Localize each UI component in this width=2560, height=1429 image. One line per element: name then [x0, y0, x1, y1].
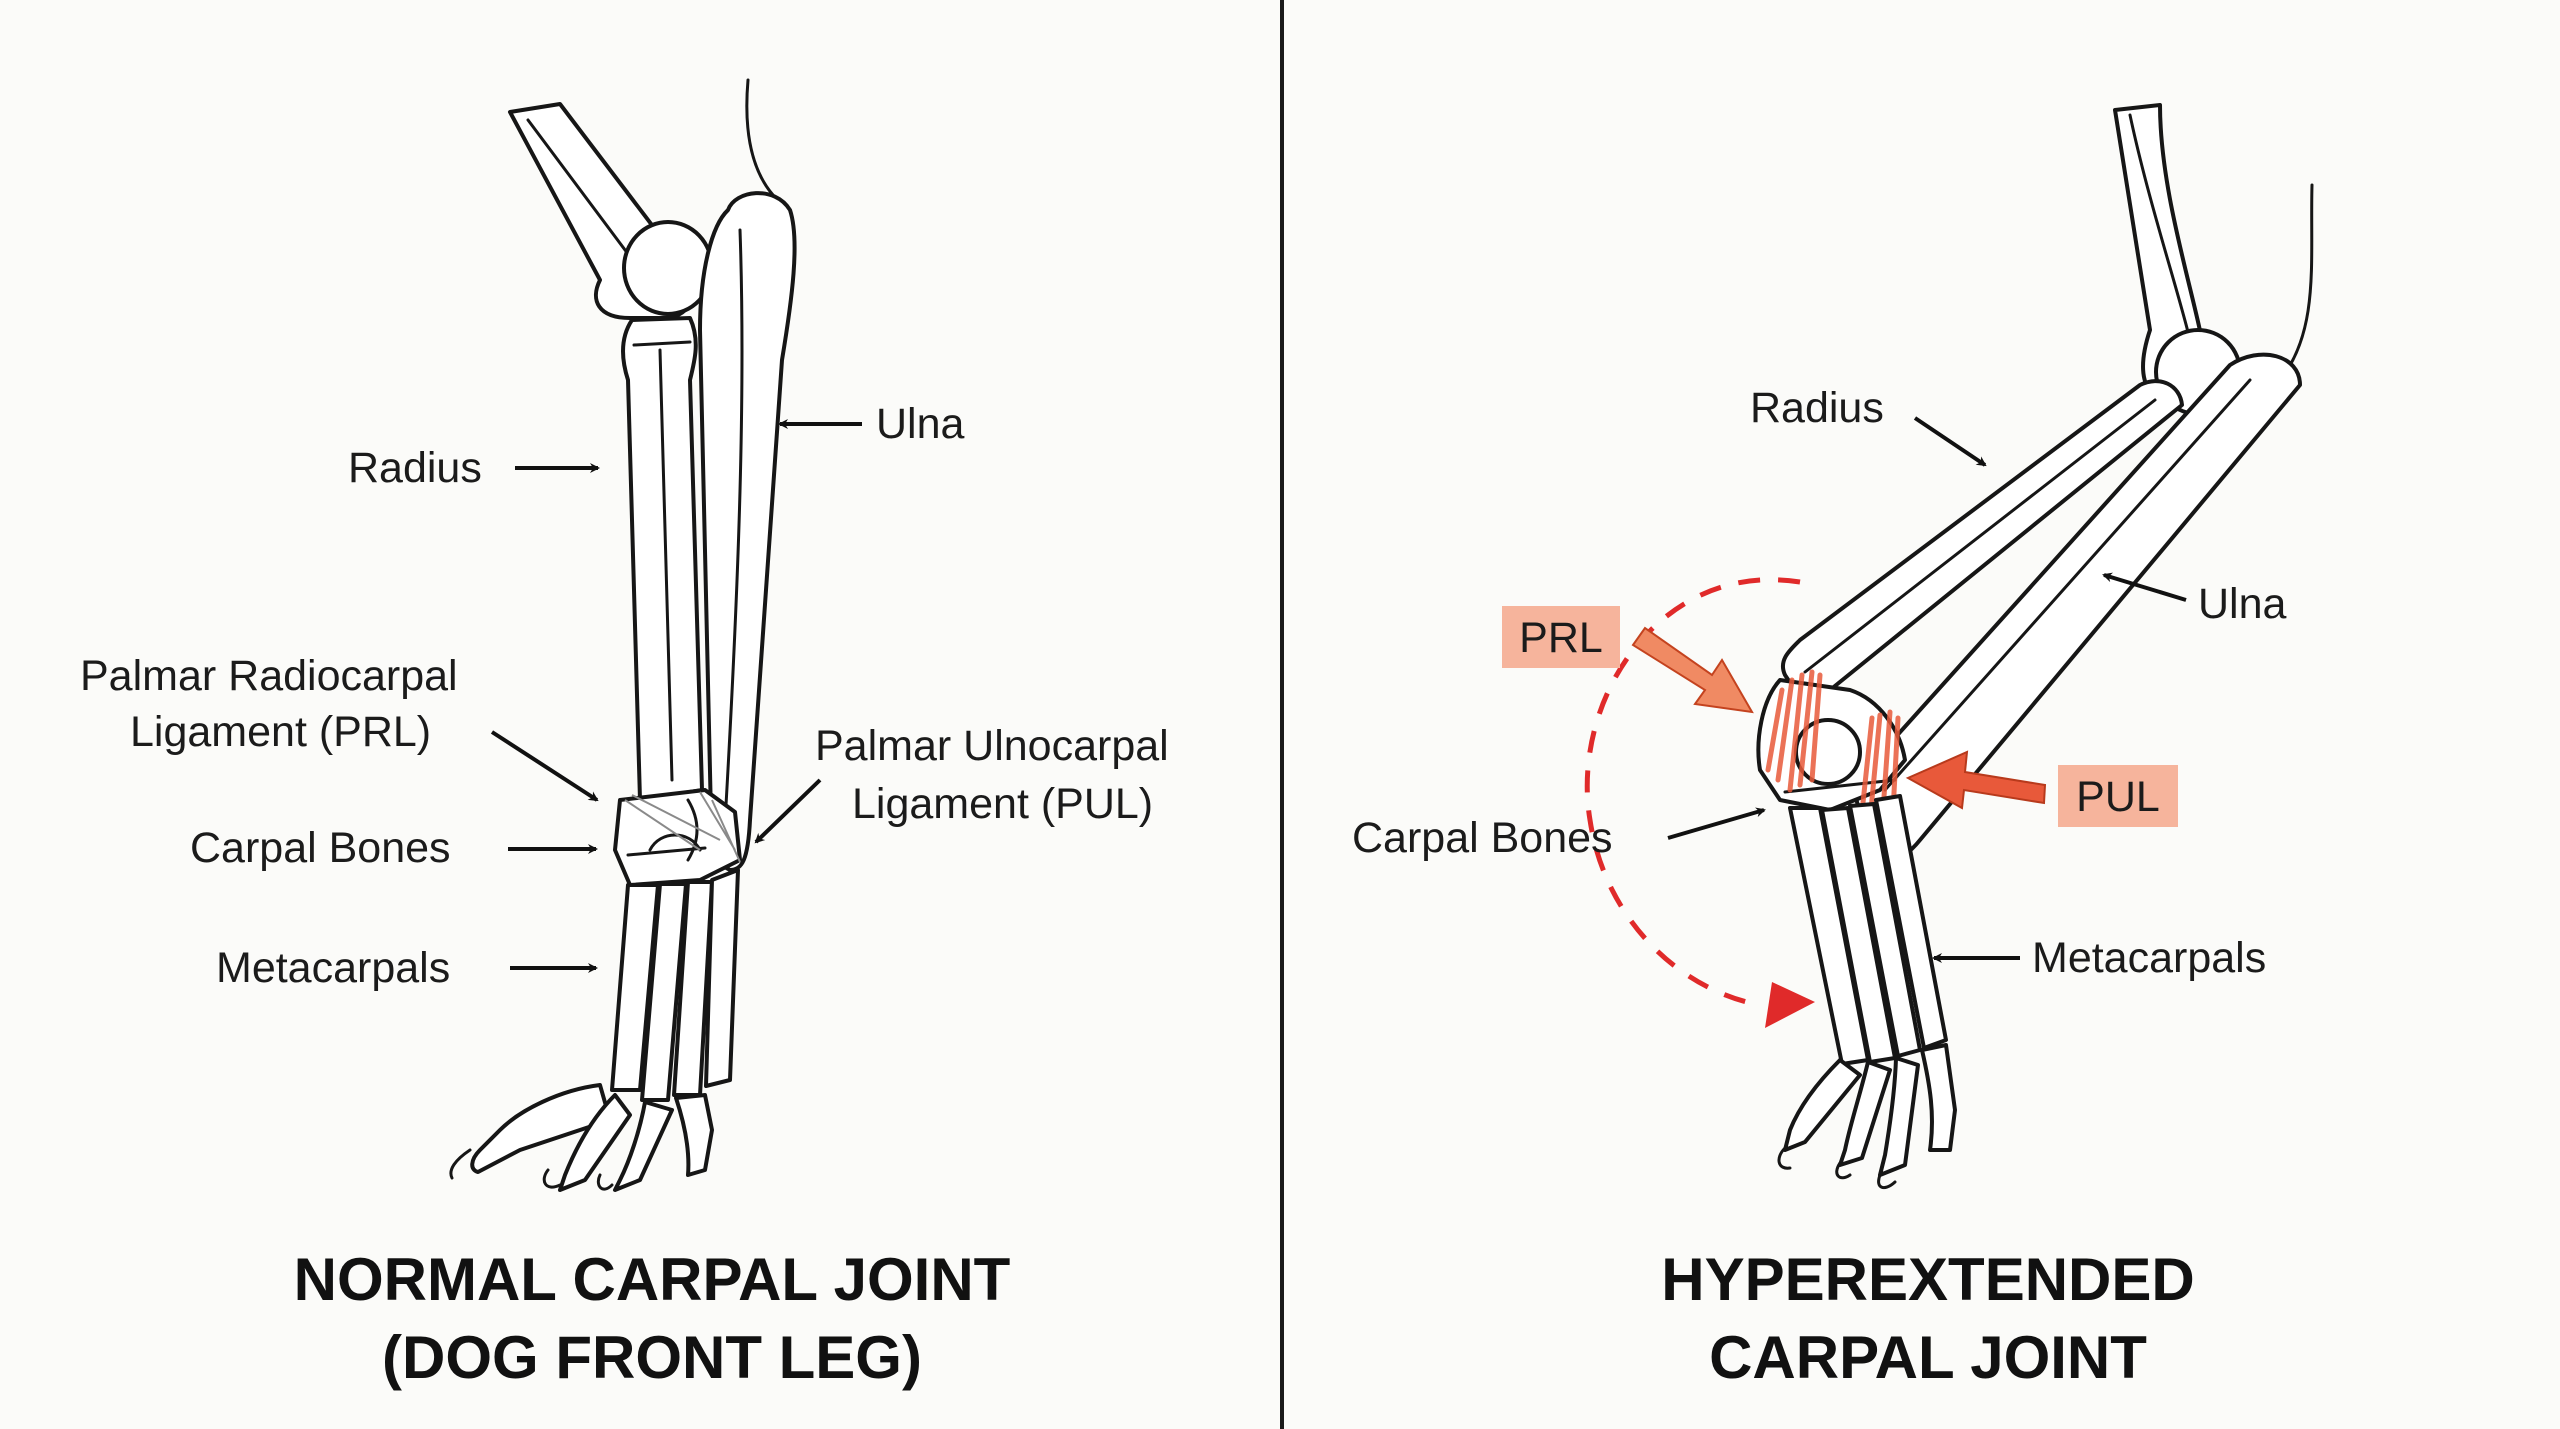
hyper-title-line2: CARPAL JOINT — [1709, 1324, 2147, 1391]
normal-metacarpals-label: Metacarpals — [216, 944, 450, 992]
normal-pul-label-line2: Ligament (PUL) — [852, 780, 1153, 828]
hyper-radius-leader — [1913, 416, 1987, 467]
pul-badge — [2058, 765, 2178, 827]
normal-leg-illustration — [449, 78, 797, 1192]
prl-pointer-arrow — [1631, 626, 1754, 714]
pul-badge-label: PUL — [2076, 773, 2160, 821]
hyperextended-leg-illustration — [1756, 103, 2314, 1190]
normal-ulna-label: Ulna — [876, 400, 965, 448]
hyper-ulna-label: Ulna — [2198, 580, 2287, 628]
hyperextension-motion-arrowhead — [1765, 982, 1815, 1028]
hyper-carpal-bones-leader — [1667, 807, 1766, 840]
normal-pul-label-line1: Palmar Ulnocarpal — [815, 722, 1169, 770]
normal-pul-leader — [754, 778, 822, 844]
prl-badge — [1502, 606, 1620, 668]
normal-carpal-bones-label: Carpal Bones — [190, 824, 451, 872]
prl-badge-label: PRL — [1519, 614, 1603, 662]
pul-pointer-arrow — [1905, 750, 2047, 810]
normal-radius-label: Radius — [348, 444, 482, 492]
hyper-radius-label: Radius — [1750, 384, 1884, 432]
hyper-ulna-leader — [2102, 572, 2187, 602]
normal-title-line2: (DOG FRONT LEG) — [382, 1324, 922, 1391]
hyper-title-line1: HYPEREXTENDED — [1661, 1246, 2194, 1313]
normal-prl-label-line1: Palmar Radiocarpal — [80, 652, 458, 700]
normal-title-line1: NORMAL CARPAL JOINT — [294, 1246, 1011, 1313]
hyper-carpal-bones-label: Carpal Bones — [1352, 814, 1613, 862]
hyper-metacarpals-label: Metacarpals — [2032, 934, 2266, 982]
normal-prl-label-line2: Ligament (PRL) — [130, 708, 431, 756]
normal-prl-leader — [490, 730, 599, 802]
